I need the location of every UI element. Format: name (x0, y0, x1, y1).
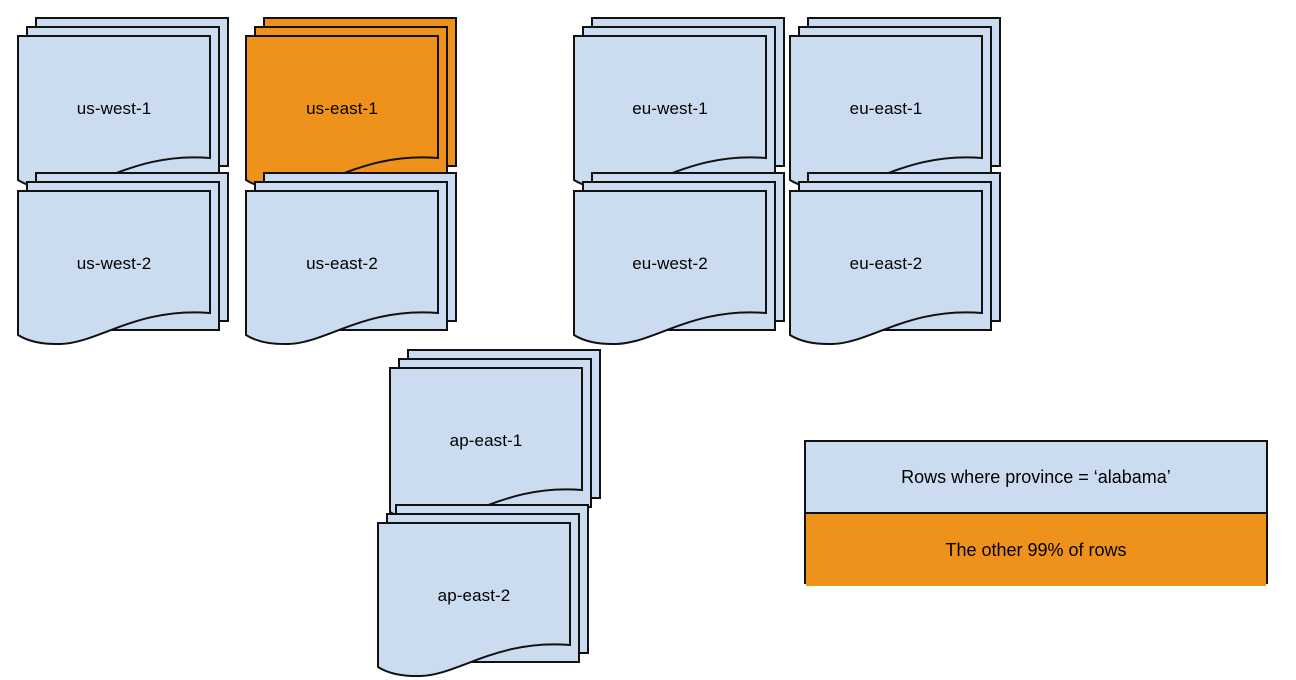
document-sheet-front (377, 522, 571, 678)
document-stack-us-west-1[interactable]: us-west-1 (17, 17, 229, 218)
document-stack-eu-west-2[interactable]: eu-west-2 (573, 172, 785, 373)
document-stack-shape-ap-east-1 (389, 349, 601, 523)
legend-row-blue: Rows where province = ‘alabama’ (806, 442, 1266, 514)
document-sheet-front (245, 190, 439, 346)
document-stack-ap-east-1[interactable]: ap-east-1 (389, 349, 601, 550)
document-stack-eu-west-1[interactable]: eu-west-1 (573, 17, 785, 218)
document-stack-us-east-1[interactable]: us-east-1 (245, 17, 457, 218)
legend-row-orange: The other 99% of rows (806, 514, 1266, 586)
document-stack-shape-eu-east-2 (789, 172, 1001, 346)
legend-label-orange: The other 99% of rows (945, 539, 1127, 560)
document-stack-shape-eu-west-1 (573, 17, 785, 191)
document-stack-shape-us-west-1 (17, 17, 229, 191)
document-stack-us-east-2[interactable]: us-east-2 (245, 172, 457, 373)
document-stack-shape-eu-east-1 (789, 17, 1001, 191)
document-stack-eu-east-2[interactable]: eu-east-2 (789, 172, 1001, 373)
legend-label-blue: Rows where province = ‘alabama’ (901, 466, 1171, 487)
document-sheet-front (573, 190, 767, 346)
document-stack-ap-east-2[interactable]: ap-east-2 (377, 504, 589, 680)
document-stack-shape-us-west-2 (17, 172, 229, 346)
document-stack-shape-ap-east-2 (377, 504, 589, 678)
document-stack-shape-us-east-2 (245, 172, 457, 346)
legend: Rows where province = ‘alabama’ The other… (804, 440, 1268, 586)
document-sheet-front (789, 190, 983, 346)
document-stack-shape-us-east-1 (245, 17, 457, 191)
document-sheet-front (17, 190, 211, 346)
document-stack-shape-eu-west-2 (573, 172, 785, 346)
document-stack-us-west-2[interactable]: us-west-2 (17, 172, 229, 373)
